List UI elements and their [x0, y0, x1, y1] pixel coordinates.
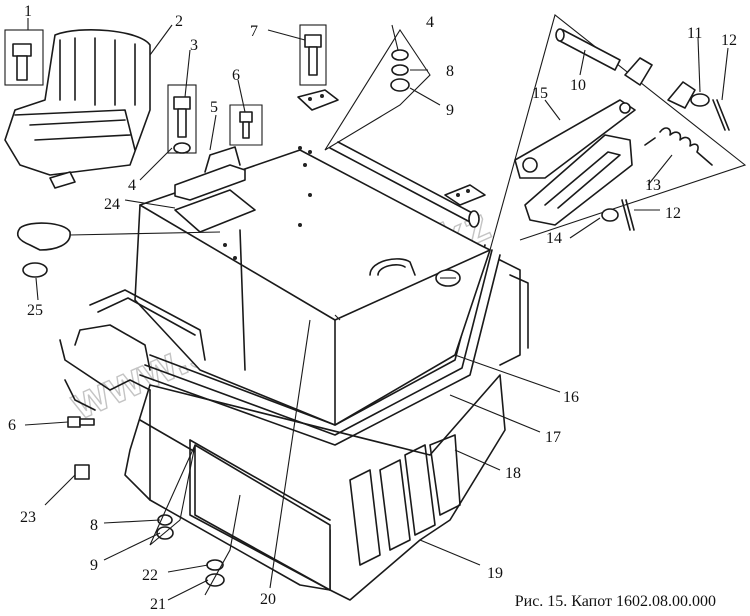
callout-4: 4	[128, 177, 136, 194]
callout-18: 18	[505, 465, 521, 482]
callout-3: 3	[190, 37, 198, 54]
detail-box-6	[229, 104, 263, 146]
callout-11: 11	[687, 25, 702, 42]
callout-5: 5	[210, 99, 218, 116]
seat	[4, 29, 151, 189]
figure-caption: Рис. 15. Капот 1602.08.00.000	[515, 593, 716, 610]
detail-outline-top	[324, 28, 431, 151]
fastener-stack-bottom	[156, 514, 225, 587]
callout-12: 12	[665, 205, 681, 222]
callout-6: 6	[8, 417, 16, 434]
callout-8: 8	[90, 517, 98, 534]
hood-body	[134, 141, 491, 426]
callout-15: 15	[532, 85, 548, 102]
detail-box-1	[4, 29, 44, 86]
callout-22: 22	[142, 567, 158, 584]
callout-16: 16	[563, 389, 579, 406]
lower-base-shell	[124, 374, 506, 601]
callout-25: 25	[27, 302, 43, 319]
left-rails	[59, 289, 206, 411]
callout-13: 13	[645, 177, 661, 194]
callout-17: 17	[545, 429, 561, 446]
callout-1: 1	[24, 3, 32, 20]
bolt-7	[297, 34, 339, 111]
callout-12: 12	[721, 32, 737, 49]
callout-23: 23	[20, 509, 36, 526]
fastener-stack-top	[390, 49, 410, 92]
bolt-1	[12, 43, 32, 81]
hinge-detail	[489, 14, 747, 251]
knob-25	[16, 222, 71, 278]
callout-10: 10	[570, 77, 586, 94]
hinge-plate	[444, 184, 486, 206]
callout-9: 9	[446, 102, 454, 119]
bolt-3	[173, 96, 191, 154]
bolt-6-upper	[239, 111, 253, 139]
callout-19: 19	[487, 565, 503, 582]
leader-lines	[24, 18, 729, 601]
callout-6: 6	[232, 67, 240, 84]
handle-5	[174, 146, 246, 201]
callout-9: 9	[90, 557, 98, 574]
detail-box-3	[167, 84, 197, 154]
callout-4: 4	[426, 14, 434, 31]
detail-box-7	[299, 24, 327, 86]
callout-labels: 1 2 3 4 5 6 7 4 8 9 10 11 12 15 13 12 14…	[8, 3, 737, 613]
callout-21: 21	[150, 596, 166, 613]
callout-8: 8	[446, 63, 454, 80]
callout-7: 7	[250, 23, 258, 40]
side-panel-20	[194, 444, 331, 591]
bolt-6-lower	[67, 416, 95, 480]
callout-20: 20	[260, 591, 276, 608]
detail-outline-21	[204, 494, 241, 596]
callout-2: 2	[175, 13, 183, 30]
detail-outline-8	[149, 444, 196, 546]
callout-24: 24	[104, 196, 120, 213]
callout-14: 14	[546, 230, 562, 247]
